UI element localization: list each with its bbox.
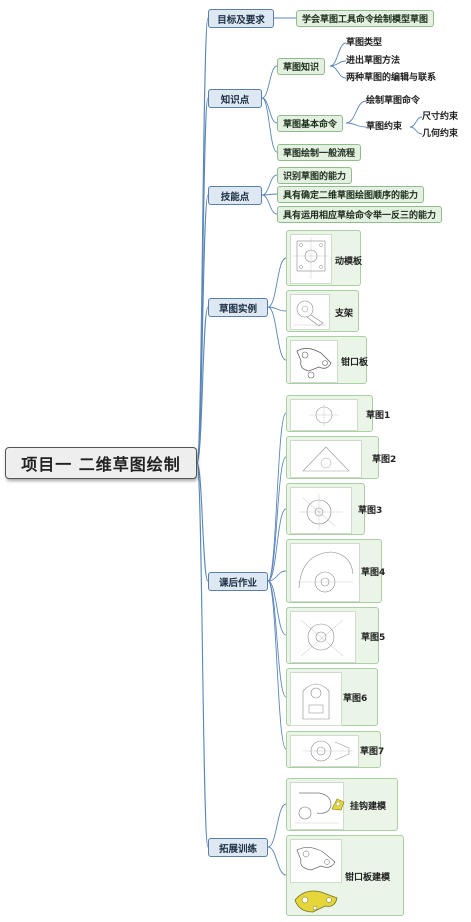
card-label: 草图5 — [361, 633, 386, 643]
connector-line — [261, 97, 278, 124]
connector-line — [196, 97, 209, 464]
connector-line — [267, 257, 287, 308]
connector-line — [345, 100, 367, 124]
card-label: 钳口板建模 — [345, 873, 391, 883]
drawing-thumbnail — [290, 487, 352, 534]
jaw-plate-model-icon — [291, 884, 341, 914]
leaf-constraints[interactable]: 草图约束 — [366, 122, 403, 132]
connector-line — [345, 122, 367, 128]
connector-line — [267, 846, 287, 876]
leaf-edit-relation[interactable]: 两种草图的编辑与联系 — [346, 73, 437, 83]
topic-examples[interactable]: 草图实例 — [208, 298, 268, 317]
card-label: 支架 — [335, 309, 354, 319]
card-label: 草图7 — [360, 747, 385, 757]
drawing-thumbnail — [290, 340, 338, 383]
drawing-thumbnail — [290, 672, 342, 726]
flow-node[interactable]: 草图绘制一般流程 — [277, 144, 362, 161]
leaf-draw-commands[interactable]: 绘制草图命令 — [366, 96, 421, 106]
connector-line — [267, 580, 287, 636]
drawing-thumbnail — [290, 440, 362, 478]
connector-line — [267, 570, 287, 582]
drawing-thumbnail — [290, 399, 358, 431]
root-topic[interactable]: 项目一 二维草图绘制 — [5, 447, 197, 479]
card-label: 草图1 — [366, 411, 391, 421]
extension-card-hook[interactable]: 挂钩建模 — [286, 778, 398, 831]
skill-item-2[interactable]: 具有确定二维草图绘图顺序的能力 — [277, 186, 425, 203]
homework-card-3[interactable]: 草图3 — [286, 483, 382, 535]
leaf-geometric-constraint[interactable]: 几何约束 — [422, 129, 459, 139]
sketch-knowledge-node[interactable]: 草图知识 — [277, 58, 326, 75]
connector-line — [261, 194, 278, 215]
card-label: 草图6 — [343, 694, 368, 704]
basic-commands-node[interactable]: 草图基本命令 — [277, 115, 344, 132]
drawing-thumbnail — [290, 543, 360, 602]
connector-line — [267, 412, 287, 582]
connector-line — [267, 306, 287, 361]
leaf-dimension-constraint[interactable]: 尺寸约束 — [422, 112, 459, 122]
example-card-jaw-plate[interactable]: 钳口板 — [286, 336, 369, 384]
homework-card-2[interactable]: 草图2 — [286, 436, 396, 479]
connector-line — [261, 65, 278, 99]
connector-line — [409, 126, 423, 135]
connector-line — [261, 97, 278, 153]
hook-model-icon — [329, 795, 347, 813]
connector-line — [267, 508, 287, 582]
homework-card-4[interactable]: 草图4 — [286, 539, 386, 603]
drawing-thumbnail — [290, 611, 356, 663]
connector-line — [409, 116, 423, 128]
extension-card-jaw-plate[interactable]: 钳口板建模 — [286, 835, 404, 916]
topic-extension[interactable]: 拓展训练 — [208, 838, 268, 857]
card-label: 草图3 — [358, 506, 383, 516]
topic-skills[interactable]: 技能点 — [208, 186, 262, 205]
card-label: 草图2 — [372, 455, 397, 465]
homework-card-1[interactable]: 草图1 — [286, 395, 390, 432]
homework-card-5[interactable]: 草图5 — [286, 607, 385, 664]
leaf-enter-exit[interactable]: 进出草图方法 — [346, 56, 401, 66]
connector-line — [267, 580, 287, 698]
topic-goals[interactable]: 目标及要求 — [208, 9, 274, 28]
connector-line — [329, 65, 347, 79]
leaf-sketch-types[interactable]: 草图类型 — [346, 38, 383, 48]
goal-item[interactable]: 学会草图工具命令绘制模型草图 — [296, 10, 435, 27]
card-label: 动模板 — [335, 257, 363, 267]
connector-line — [196, 306, 209, 464]
connector-line — [196, 462, 209, 582]
topic-homework[interactable]: 课后作业 — [208, 572, 268, 591]
connector-line — [267, 803, 287, 848]
skill-item-3[interactable]: 具有运用相应草绘命令举一反三的能力 — [277, 206, 443, 223]
topic-knowledge[interactable]: 知识点 — [208, 89, 262, 108]
drawing-thumbnail — [290, 735, 359, 767]
connector-line — [261, 174, 278, 196]
connector-line — [196, 462, 209, 848]
card-label: 挂钩建模 — [350, 802, 387, 812]
connector-line — [267, 456, 287, 582]
example-card-moving-plate[interactable]: 动模板 — [286, 230, 363, 286]
drawing-thumbnail — [290, 294, 330, 330]
connector-line — [267, 306, 287, 312]
homework-card-7[interactable]: 草图7 — [286, 731, 385, 768]
drawing-thumbnail — [290, 234, 332, 284]
homework-card-6[interactable]: 草图6 — [286, 668, 378, 726]
connector-line — [329, 42, 347, 67]
example-card-bracket[interactable]: 支架 — [286, 290, 359, 332]
card-label: 钳口板 — [341, 358, 369, 368]
skill-item-1[interactable]: 识别草图的能力 — [277, 167, 353, 184]
drawing-thumbnail — [290, 839, 342, 883]
connector-line — [267, 580, 287, 750]
card-label: 草图4 — [361, 568, 386, 578]
